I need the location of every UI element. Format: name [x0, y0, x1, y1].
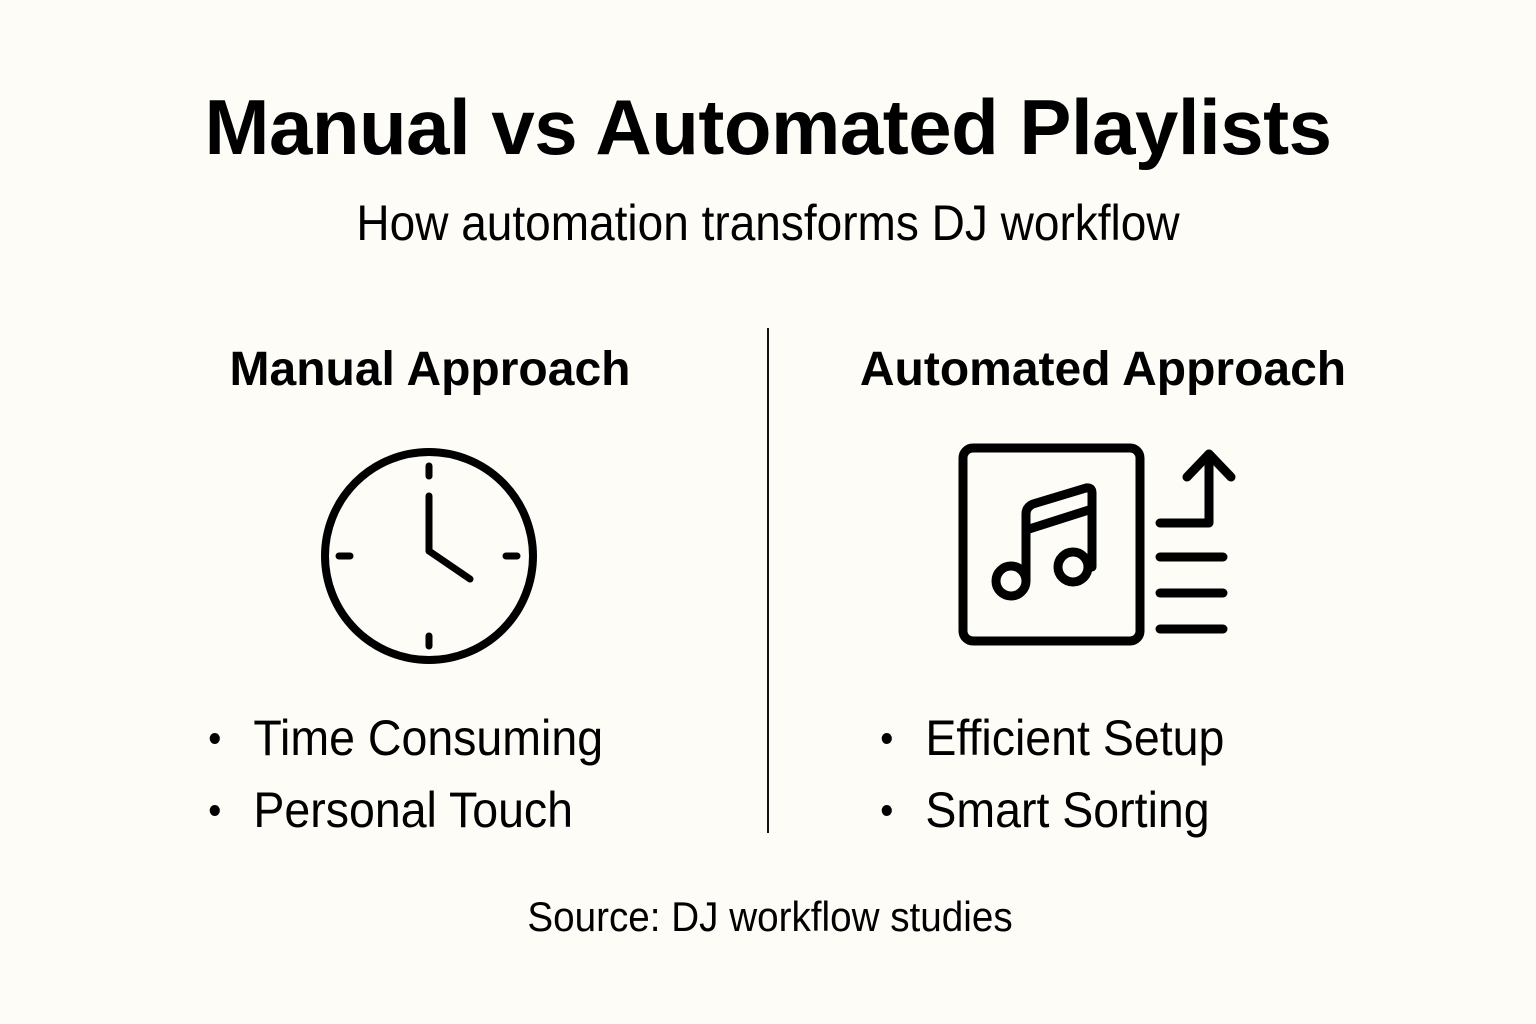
list-item-label: Smart Sorting [925, 782, 1210, 838]
list-item-label: Personal Touch [253, 782, 574, 838]
music-playlist-sort-icon [955, 440, 1240, 650]
automated-bullet-list: Efficient Setup Smart Sorting [877, 702, 1251, 846]
list-item: Smart Sorting [877, 774, 1224, 846]
list-item: Efficient Setup [877, 702, 1224, 774]
bullet-icon [881, 733, 892, 744]
bullet-icon [209, 733, 220, 744]
list-item: Time Consuming [205, 702, 603, 774]
page-subtitle: How automation transforms DJ workflow [356, 195, 1180, 251]
clock-icon [318, 445, 540, 667]
list-item-label: Time Consuming [253, 710, 604, 766]
page-title: Manual vs Automated Playlists [204, 83, 1332, 171]
list-item: Personal Touch [205, 774, 603, 846]
bullet-icon [881, 805, 892, 816]
list-item-label: Efficient Setup [925, 710, 1225, 766]
automated-heading: Automated Approach [859, 343, 1347, 396]
manual-bullet-list: Time Consuming Personal Touch [205, 702, 633, 846]
bullet-icon [209, 805, 220, 816]
source-caption: Source: DJ workflow studies [527, 893, 1013, 940]
manual-heading: Manual Approach [229, 343, 631, 396]
column-divider [767, 328, 769, 833]
